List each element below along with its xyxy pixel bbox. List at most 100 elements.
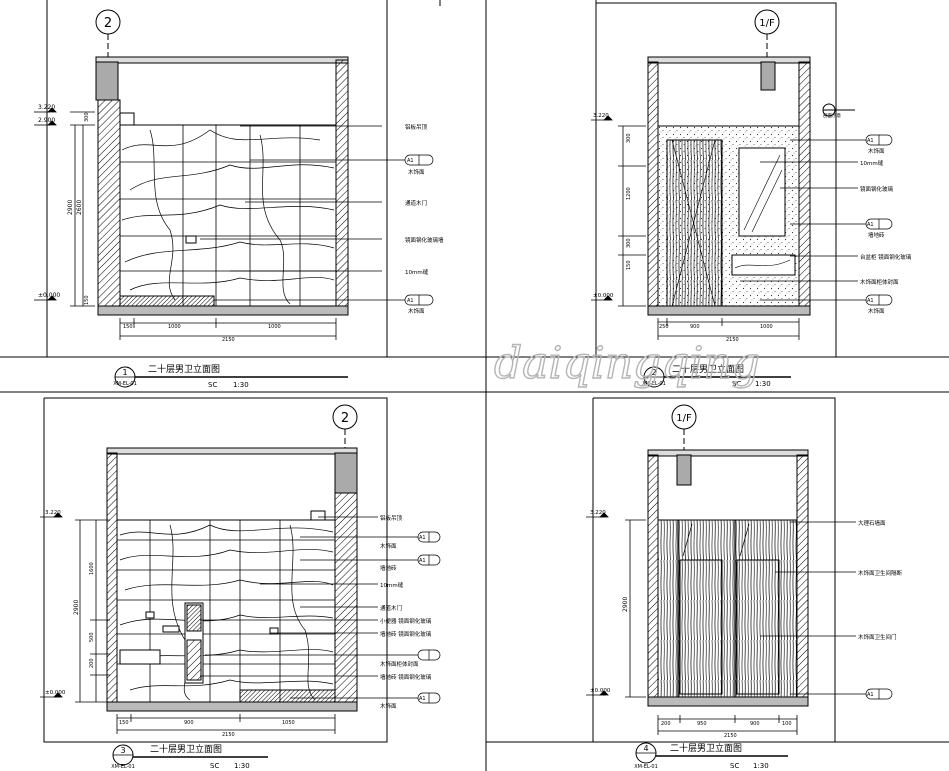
hdim-seg: 1000 bbox=[268, 324, 281, 330]
height-bottom: ±0.000 bbox=[45, 690, 66, 696]
scale-value: 1:30 bbox=[753, 762, 769, 770]
figure-number: 2 bbox=[651, 368, 656, 377]
sheet-code: XM-EL-01 bbox=[113, 381, 137, 387]
hdim-total: 2150 bbox=[222, 732, 235, 738]
hdim-seg: 900 bbox=[690, 324, 700, 330]
callout-label: 木饰面卫生间隔断 bbox=[858, 569, 903, 577]
callout-label: 10mm缝 bbox=[405, 268, 429, 276]
hdim-seg: 1050 bbox=[282, 720, 295, 726]
height-bottom: ±0.000 bbox=[593, 293, 614, 299]
height-top: 3.220 bbox=[38, 104, 55, 111]
scale-label: SC bbox=[732, 380, 741, 388]
vdim: 200 bbox=[89, 658, 95, 668]
callout-label: 木饰面 bbox=[380, 702, 397, 710]
hdim-seg: 200 bbox=[661, 721, 671, 727]
callout-badge: A1 bbox=[867, 138, 874, 144]
hdim-seg: 900 bbox=[184, 720, 194, 726]
vdim-sub: 2600 bbox=[76, 200, 83, 215]
hdim-seg: 250 bbox=[659, 324, 669, 330]
sheet-code: XM-EL-01 bbox=[111, 764, 135, 770]
grid-tag: 2 bbox=[341, 411, 349, 426]
sheet-code: XM-EL-01 bbox=[634, 764, 658, 770]
height-top: 3.220 bbox=[45, 510, 61, 516]
figure-title: 二十层男卫立面图 bbox=[672, 363, 744, 375]
watermark: daiqingqing bbox=[494, 338, 760, 389]
elevation-panel-1: 2 bbox=[0, 0, 486, 389]
callout-badge: A1 bbox=[867, 222, 874, 228]
grid-tag: 2 bbox=[104, 16, 112, 31]
callout-badge: A1 bbox=[867, 692, 874, 698]
vdim: 1200 bbox=[626, 187, 632, 200]
vdim: 150 bbox=[626, 260, 632, 270]
callout-label: 墙地砖 bbox=[868, 231, 885, 239]
elevation-panel-3: 2 bbox=[40, 397, 441, 770]
vdim: 300 bbox=[626, 238, 632, 248]
callout-badge: A1 bbox=[419, 558, 426, 564]
callout-label: 通道木门 bbox=[380, 604, 402, 612]
section-mark: 剖面示意 bbox=[823, 112, 841, 119]
height-upper: 2.900 bbox=[38, 117, 55, 124]
hdim-total: 2150 bbox=[724, 733, 737, 739]
callout-label: 墙地砖 镜面钢化玻璃 bbox=[380, 673, 432, 681]
hdim-total: 2150 bbox=[726, 337, 739, 343]
hdim-seg: 1000 bbox=[760, 324, 773, 330]
hdim-seg: 150 bbox=[123, 324, 133, 330]
callout-label: 木饰面柜体封面 bbox=[380, 660, 419, 668]
vdim: 1600 bbox=[89, 562, 95, 575]
scale-value: 1:30 bbox=[233, 381, 249, 389]
callout-badge: A1 bbox=[419, 535, 426, 541]
figure-number: 4 bbox=[643, 744, 648, 753]
elevation-panel-4: 1/F 3.220 ±0.000 bbox=[486, 397, 949, 770]
callout-label: 墙地砖 bbox=[380, 564, 397, 572]
hdim-seg: 950 bbox=[697, 721, 707, 727]
figure-number: 1 bbox=[122, 368, 127, 377]
grid-tag: 1/F bbox=[676, 413, 692, 424]
callout-label: 木饰面 bbox=[408, 168, 425, 176]
height-top: 3.220 bbox=[593, 113, 609, 119]
vdim-top: 300 bbox=[84, 112, 90, 122]
callout-label: 铝板吊顶 bbox=[380, 514, 403, 522]
height-bottom: ±0.000 bbox=[38, 292, 60, 299]
callout-label: 木饰面 bbox=[408, 307, 425, 315]
callout-label: 铝板吊顶 bbox=[405, 123, 428, 131]
vdim-total: 2900 bbox=[622, 597, 629, 612]
vdim-total: 2900 bbox=[73, 600, 80, 615]
figure-title: 二十层男卫立面图 bbox=[670, 742, 742, 754]
grid-tag: 1/F bbox=[759, 18, 775, 29]
sheet-code: XM-EL-01 bbox=[642, 381, 666, 387]
callout-label: 镜面钢化玻璃墙 bbox=[405, 236, 444, 244]
scale-label: SC bbox=[730, 762, 739, 770]
vdim: 300 bbox=[626, 133, 632, 143]
elevation-panel-2: 1/F 3.22 bbox=[486, 0, 949, 388]
scale-label: SC bbox=[210, 762, 219, 770]
callout-label: 10mm缝 bbox=[860, 159, 884, 167]
vdim-total: 2900 bbox=[67, 200, 74, 215]
callout-label: 木饰面柜体封面 bbox=[860, 278, 899, 286]
callout-label: 镜面钢化玻璃 bbox=[860, 185, 894, 193]
height-bottom: ±0.000 bbox=[590, 688, 611, 694]
callout-label: 木饰面卫生间门 bbox=[858, 633, 897, 641]
figure-number: 3 bbox=[120, 746, 125, 755]
callout-label: 大理石墙面 bbox=[858, 519, 886, 527]
callout-label: 台盆柜 镜面钢化玻璃 bbox=[860, 253, 912, 261]
scale-value: 1:30 bbox=[234, 762, 250, 770]
figure-title: 二十层男卫立面图 bbox=[150, 743, 222, 755]
callout-label: 木饰面 bbox=[868, 307, 885, 315]
callout-badge: A1 bbox=[867, 298, 874, 304]
callout-label: 通道木门 bbox=[405, 199, 427, 207]
callout-badge: A1 bbox=[407, 158, 414, 164]
height-top: 3.220 bbox=[590, 510, 606, 516]
callout-label: 小便器 镜面钢化玻璃 bbox=[380, 617, 432, 625]
hdim-seg: 1000 bbox=[168, 324, 181, 330]
hdim-seg: 900 bbox=[750, 721, 760, 727]
callout-badge: A1 bbox=[407, 298, 414, 304]
vdim-bottom: 150 bbox=[84, 295, 90, 305]
hdim-total: 2150 bbox=[222, 337, 235, 343]
callout-badge: A1 bbox=[419, 696, 426, 702]
callout-label: 木饰面 bbox=[868, 147, 885, 155]
callout-label: 10mm缝 bbox=[380, 581, 404, 589]
scale-label: SC bbox=[208, 381, 217, 389]
figure-title: 二十层男卫立面图 bbox=[148, 363, 220, 375]
